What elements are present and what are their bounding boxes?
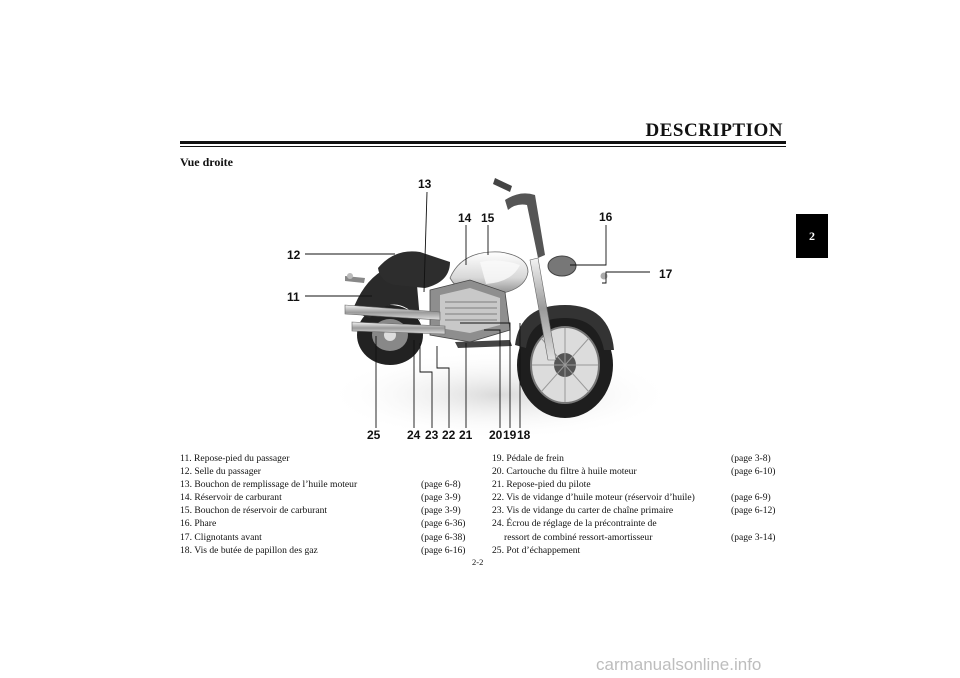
header-rule-thick [180,141,786,144]
legend-item: 22. Vis de vidange d’huile moteur (réser… [492,492,771,504]
callout-20: 20 [489,428,503,442]
callout-14: 14 [458,211,472,225]
page-header-title: DESCRIPTION [645,120,783,141]
legend-item: 24. Écrou de réglage de la précontrainte… [492,518,657,530]
leader-lines [305,191,650,428]
legend-item: 19. Pédale de frein(page 3-8) [492,453,771,464]
callout-25: 25 [367,428,381,442]
callout-21: 21 [459,428,473,442]
section-title: Vue droite [180,155,234,169]
legend-item: 21. Repose-pied du pilote [492,479,591,491]
watermark: carmanualsonline.info [596,655,762,674]
legend-item: 11. Repose-pied du passager [180,453,290,464]
legend-item: 14. Réservoir de carburant(page 3-9) [180,492,461,504]
callout-11: 11 [287,290,300,304]
page-number: 2-2 [472,557,484,567]
header-rule-thin [180,146,786,147]
headlight [547,255,577,277]
callout-15: 15 [481,211,495,225]
legend-left: 11. Repose-pied du passager 12. Selle du… [180,452,480,557]
legend-item: 16. Phare(page 6-36) [180,518,466,530]
callout-13: 13 [418,177,432,191]
legend-item: 12. Selle du passager [180,466,261,478]
legend-item: 15. Bouchon de réservoir de carburant(pa… [180,505,461,517]
handlebar [505,193,545,258]
legend-item: 23. Vis de vidange du carter de chaîne p… [492,505,776,517]
callout-23: 23 [425,428,439,442]
legend-item: ressort de combiné ressort-amortisseur(p… [504,531,776,543]
callout-22: 22 [442,428,456,442]
callout-17: 17 [659,267,673,281]
front-forks [529,257,557,361]
callout-24: 24 [407,428,421,442]
legend-item: 25. Pot d’échappement [492,544,581,556]
engine [429,279,511,343]
legend-item: 17. Clignotants avant(page 6-38) [180,531,466,543]
legend-item: 18. Vis de butée de papillon des gaz(pag… [180,544,466,556]
legend-right: 19. Pédale de frein(page 3-8) 20. Cartou… [492,452,792,557]
front-fender [515,305,614,350]
legend-item: 20. Cartouche du filtre à huile moteur(p… [492,466,776,478]
callout-16: 16 [599,210,613,224]
exhaust-pipes [344,304,446,335]
chapter-tab: 2 [796,214,828,258]
callout-12: 12 [287,248,301,262]
legend-item: 13. Bouchon de remplissage de l’huile mo… [180,479,461,491]
callout-18: 18 [517,428,531,442]
callout-19: 19 [503,428,517,442]
seat [378,251,450,288]
